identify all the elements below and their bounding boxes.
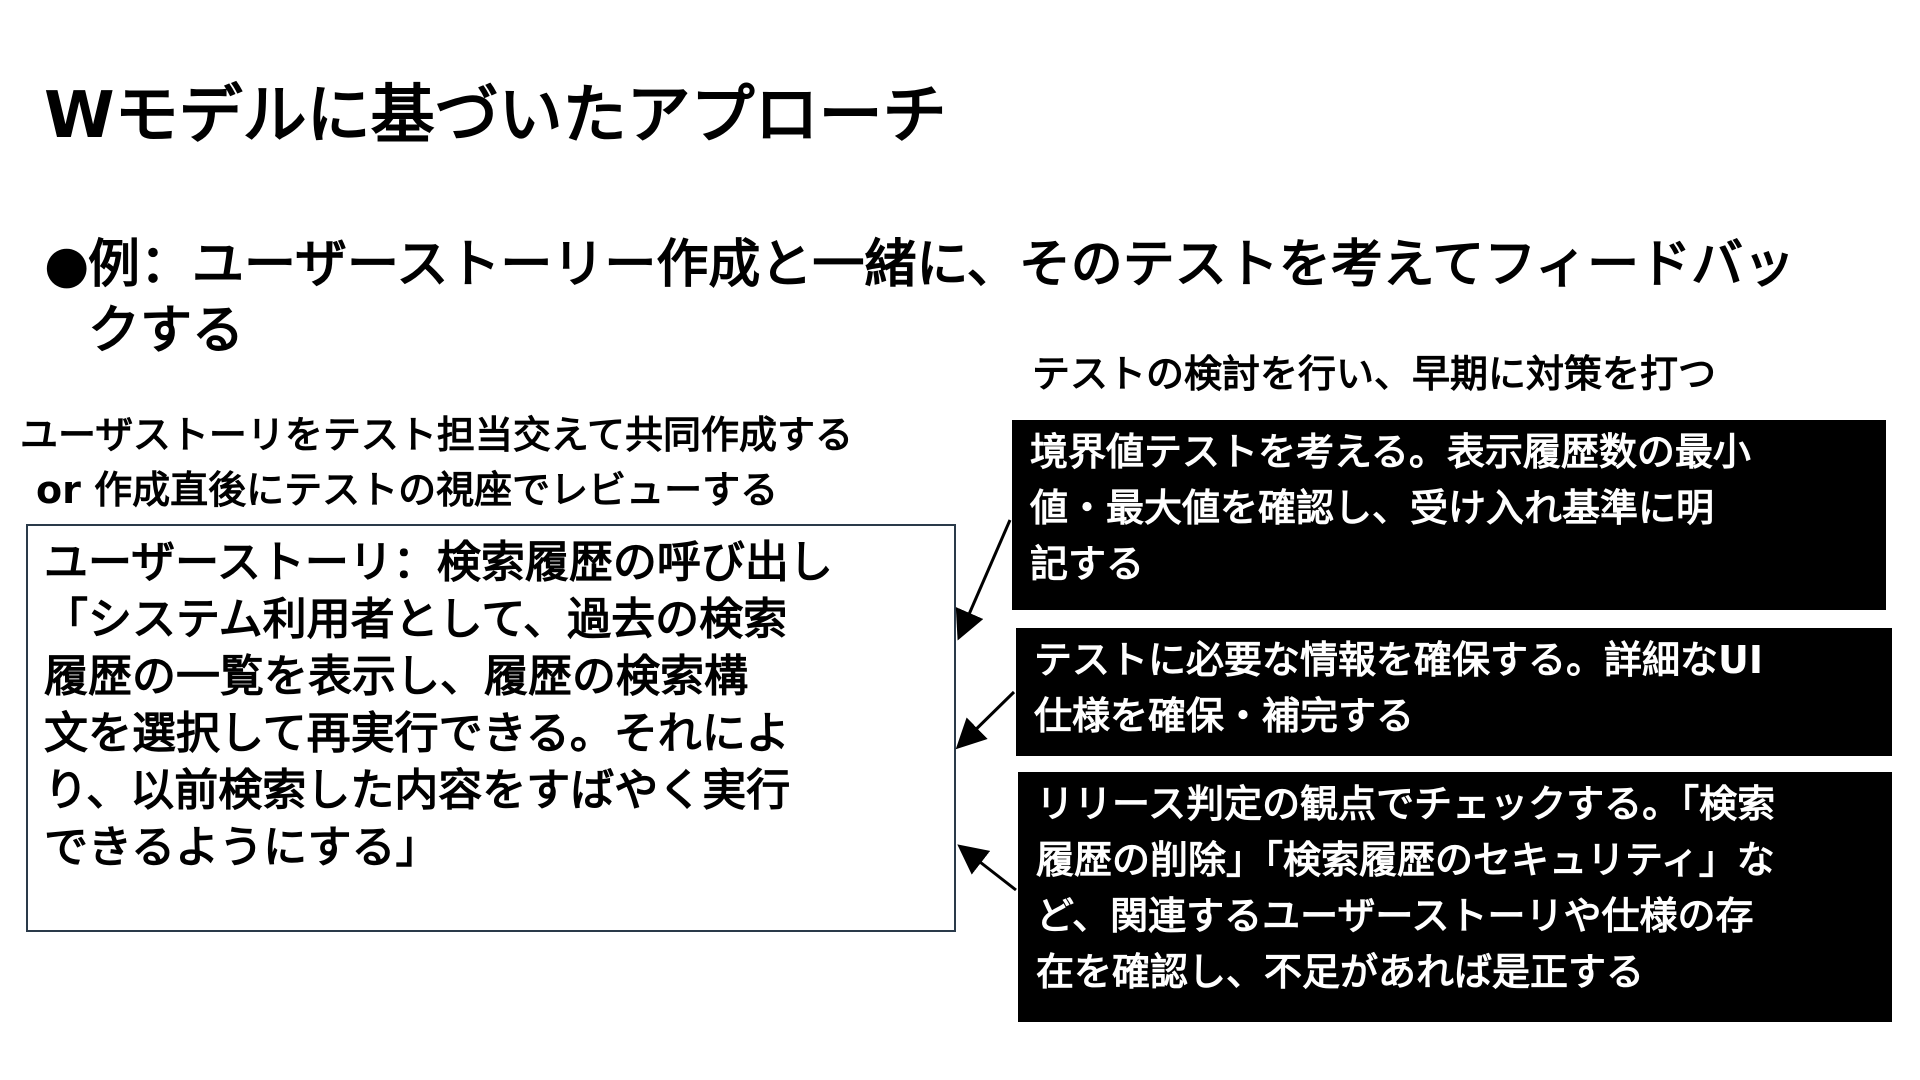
bullet-text-1: 例：ユーザーストーリー作成と一緒に、そのテストを考えてフィードバッ xyxy=(88,235,1796,295)
arrow-to-story-3 xyxy=(957,844,1017,892)
bullet-text-2: クする xyxy=(88,301,245,361)
story-line: り、以前検索した内容をすばやく実行 xyxy=(44,765,791,816)
right-caption: テストの検討を行い、早期に対策を打つ xyxy=(1032,352,1717,396)
story-line: できるようにする」 xyxy=(44,822,440,873)
feedback-line: 履歴の削除」「検索履歴のセキュリティ」な xyxy=(1036,838,1775,882)
feedback-line: 境界値テストを考える。表示履歴数の最小 xyxy=(1030,430,1751,474)
story-line: 「システム利用者として、過去の検索 xyxy=(44,594,788,645)
bullet-dot-icon: ● xyxy=(44,235,90,295)
user-story-box: ユーザーストーリ：検索履歴の呼び出し 「システム利用者として、過去の検索 履歴の… xyxy=(26,524,956,932)
left-caption-line-1: ユーザストーリをテスト担当交えて共同作成する xyxy=(20,413,853,457)
story-line: 文を選択して再実行できる。それによ xyxy=(44,708,790,759)
feedback-line: 記する xyxy=(1030,542,1145,586)
left-caption-line-2: or 作成直後にテストの視座でレビューする xyxy=(36,468,779,512)
story-line: 履歴の一覧を表示し、履歴の検索構 xyxy=(44,651,748,702)
feedback-line: テストに必要な情報を確保する。詳細なUI xyxy=(1034,638,1763,682)
feedback-line: リリース判定の観点でチェックする。「検索 xyxy=(1036,782,1776,826)
feedback-line: 値・最大値を確認し、受け入れ基準に明 xyxy=(1030,486,1715,530)
slide-title: Wモデルに基づいたアプローチ xyxy=(44,79,947,153)
feedback-box-info: テストに必要な情報を確保する。詳細なUI 仕様を確保・補完する xyxy=(1016,628,1892,756)
feedback-box-release: リリース判定の観点でチェックする。「検索 履歴の削除」「検索履歴のセキュリティ」… xyxy=(1018,772,1892,1022)
bullet-line-1: ●例：ユーザーストーリー作成と一緒に、そのテストを考えてフィードバッ xyxy=(44,232,1884,298)
arrow-to-story-1 xyxy=(955,519,1012,641)
left-caption: ユーザストーリをテスト担当交えて共同作成する or 作成直後にテストの視座でレビ… xyxy=(20,408,853,518)
arrow-to-story-2 xyxy=(955,690,1016,750)
story-line: ユーザーストーリ：検索履歴の呼び出し xyxy=(44,537,833,588)
feedback-box-boundary: 境界値テストを考える。表示履歴数の最小 値・最大値を確認し、受け入れ基準に明 記… xyxy=(1012,420,1886,610)
bullet-example: ●例：ユーザーストーリー作成と一緒に、そのテストを考えてフィードバッ クする xyxy=(44,232,1884,364)
feedback-line: ど、関連するユーザーストーリや仕様の存 xyxy=(1036,894,1754,938)
feedback-line: 在を確認し、不足があれば是正する xyxy=(1036,950,1645,994)
feedback-line: 仕様を確保・補完する xyxy=(1034,694,1415,738)
